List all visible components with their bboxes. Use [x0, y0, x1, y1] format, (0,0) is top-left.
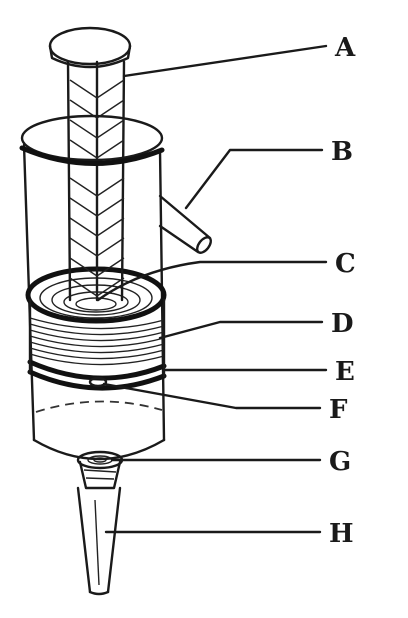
leader-lines	[96, 44, 328, 534]
label-d: D	[331, 309, 354, 339]
label-g: G	[329, 447, 351, 477]
plunger-cap	[48, 26, 132, 69]
packing-assembly	[25, 266, 167, 391]
label-f: F	[329, 395, 348, 425]
barrel-rim	[19, 114, 165, 166]
label-c: C	[335, 249, 356, 279]
label-e: E	[335, 357, 355, 387]
leader-b	[184, 148, 324, 210]
barrel	[22, 143, 166, 461]
label-a: A	[334, 33, 356, 63]
leader-f	[102, 382, 322, 410]
label-h: H	[329, 519, 354, 549]
leader-c	[96, 260, 328, 302]
plunger-shaft	[66, 60, 126, 302]
outlet-tube	[76, 486, 122, 596]
label-b: B	[331, 137, 353, 167]
leader-a	[122, 44, 328, 78]
leader-d	[158, 320, 324, 340]
side-nozzle	[158, 194, 212, 254]
